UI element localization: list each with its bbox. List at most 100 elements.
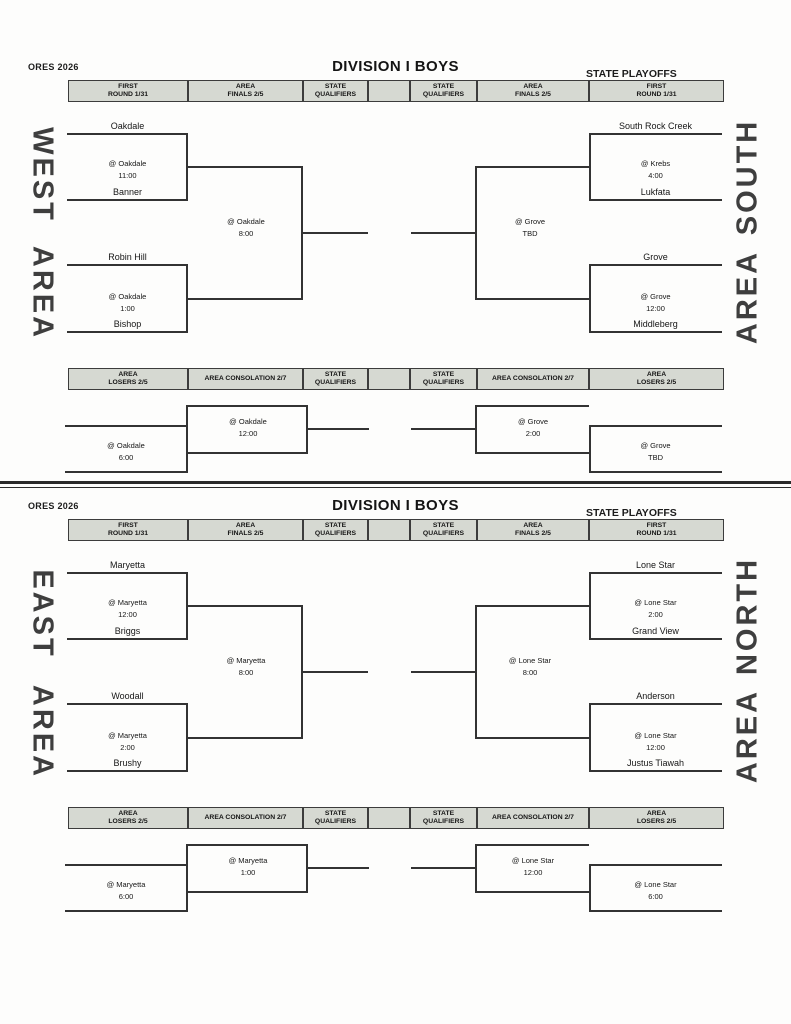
bracket-line bbox=[589, 331, 722, 333]
header-cell-spacer bbox=[368, 368, 410, 390]
team-name: Banner bbox=[112, 187, 143, 197]
bracket-line bbox=[589, 133, 722, 135]
region-label-area-left: AREA bbox=[26, 684, 59, 780]
team-name: Lone Star bbox=[635, 560, 676, 570]
bracket-line bbox=[67, 638, 188, 640]
team-name: Brushy bbox=[113, 758, 142, 768]
bracket-line bbox=[65, 910, 188, 912]
header-cell-area-consolation-right: AREA CONSOLATION 2/7 bbox=[477, 368, 589, 390]
bracket-line bbox=[589, 910, 722, 912]
team-name: Grove bbox=[643, 252, 668, 262]
bracket-line bbox=[186, 133, 188, 201]
team-name: Maryetta bbox=[109, 560, 145, 570]
bracket-line bbox=[306, 405, 308, 454]
region-label-area-right: AREA bbox=[731, 688, 764, 784]
bracket-line bbox=[589, 572, 722, 574]
bracket-line bbox=[186, 405, 188, 473]
bracket-line bbox=[589, 572, 591, 640]
bracket-line bbox=[589, 864, 591, 912]
bracket-line bbox=[67, 331, 188, 333]
bracket-line bbox=[589, 471, 722, 473]
bracket-line bbox=[67, 133, 188, 135]
org-label: ORES 2026 bbox=[28, 62, 79, 72]
bracket-line bbox=[477, 891, 589, 893]
header-cell-area-consolation-left: AREA CONSOLATION 2/7 bbox=[188, 368, 303, 390]
header-cell-spacer bbox=[368, 807, 410, 829]
bracket-line bbox=[477, 298, 589, 300]
bracket-line bbox=[67, 770, 188, 772]
playoffs-label: STATE PLAYOFFS bbox=[586, 68, 677, 80]
region-label-north: NORTH bbox=[731, 556, 764, 676]
bracket-line bbox=[589, 425, 722, 427]
division-title: DIVISION I BOYS bbox=[332, 497, 459, 514]
team-name: Anderson bbox=[636, 691, 675, 701]
bracket-line bbox=[67, 264, 188, 266]
playoffs-label: STATE PLAYOFFS bbox=[586, 507, 677, 519]
bracket-line bbox=[67, 199, 188, 201]
team-name: Middleberg bbox=[633, 319, 678, 329]
bracket-line bbox=[186, 844, 188, 912]
bracket-line bbox=[301, 605, 303, 739]
bracket-line bbox=[303, 671, 368, 673]
bracket-line bbox=[477, 605, 589, 607]
bracket-line bbox=[188, 605, 303, 607]
bracket-line bbox=[411, 671, 475, 673]
team-name: Briggs bbox=[114, 626, 141, 636]
region-label-west: WEST bbox=[26, 127, 59, 223]
bracket-line bbox=[589, 133, 591, 201]
bracket-line bbox=[186, 264, 188, 333]
bracket-line bbox=[188, 844, 308, 846]
bracket-line bbox=[188, 166, 303, 168]
team-name: Woodall bbox=[111, 691, 144, 701]
header-cell-area-consolation-right: AREA CONSOLATION 2/7 bbox=[477, 807, 589, 829]
header-cell-spacer bbox=[368, 519, 410, 541]
region-label-east: EAST bbox=[26, 569, 59, 659]
bracket-line bbox=[589, 770, 722, 772]
bracket-line bbox=[589, 264, 591, 333]
team-name: Bishop bbox=[113, 319, 142, 329]
team-name: Robin Hill bbox=[108, 252, 147, 262]
bracket-half-bottom: ORES 2026 DIVISION I BOYS STATE PLAYOFFS… bbox=[0, 494, 791, 928]
team-name: South Rock Creek bbox=[618, 121, 693, 131]
bracket-line bbox=[186, 572, 188, 640]
bracket-line bbox=[589, 638, 722, 640]
bracket-line bbox=[303, 232, 368, 234]
region-label-area-right: AREA bbox=[731, 249, 764, 345]
team-name: Justus Tiawah bbox=[626, 758, 685, 768]
bracket-line bbox=[65, 864, 188, 866]
region-label-south: SOUTH bbox=[731, 118, 764, 236]
org-label: ORES 2026 bbox=[28, 501, 79, 511]
bracket-line bbox=[411, 232, 475, 234]
bracket-line bbox=[188, 298, 303, 300]
bracket-line bbox=[301, 166, 303, 300]
bracket-line bbox=[188, 452, 308, 454]
